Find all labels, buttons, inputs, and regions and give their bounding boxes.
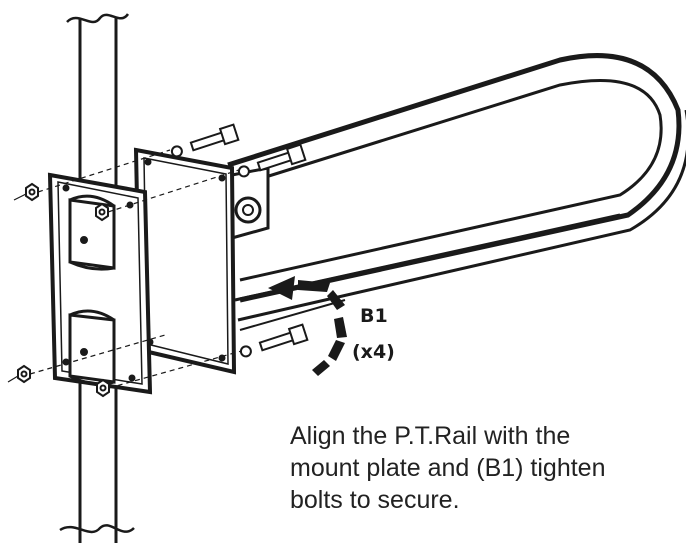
mount-plate xyxy=(133,147,237,375)
pt-rail xyxy=(227,53,686,331)
pipe-clamp-lower xyxy=(68,309,116,386)
nut-shaft-lines xyxy=(7,193,27,383)
instruction-line: bolts to secure. xyxy=(290,486,460,514)
nut-icon xyxy=(17,182,110,398)
instruction-line: mount plate and (B1) tighten xyxy=(290,454,606,482)
part-label: B1 xyxy=(360,305,388,327)
rail-bracket xyxy=(230,166,270,240)
bolt-icon xyxy=(170,123,309,358)
part-quantity: (x4) xyxy=(352,341,395,363)
alignment-guides xyxy=(29,149,246,389)
instruction-line: Align the P.T.Rail with the xyxy=(290,422,571,450)
instruction-text: Align the P.T.Rail with the mount plate … xyxy=(290,420,682,516)
tighten-rotation-arrow xyxy=(268,276,347,376)
